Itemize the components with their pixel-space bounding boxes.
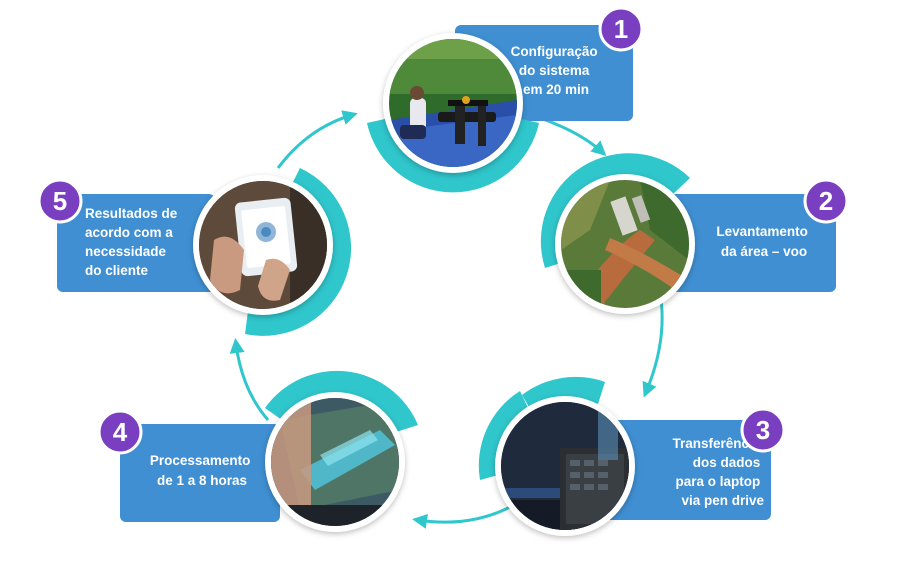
step-5-number: 5: [53, 186, 67, 216]
step-3-number: 3: [756, 415, 770, 445]
step-4-label: Processamento de 1 a 8 horas: [150, 453, 254, 488]
step-5-line-1: Resultados de: [85, 206, 178, 221]
step-2-label: Levantamento da área – voo: [716, 224, 811, 259]
step-2-number: 2: [819, 186, 833, 216]
step-3-line-4: via pen drive: [681, 493, 764, 508]
step-2-line-2: da área – voo: [721, 244, 807, 259]
step-3-line-1: Transferência: [672, 436, 760, 451]
step-2: Levantamento da área – voo 2: [540, 153, 849, 314]
arrow-4-to-5: [229, 338, 270, 421]
drone-setup-photo: [389, 39, 517, 167]
step-1-ring: [367, 118, 539, 193]
laptop-screen-photo: [501, 402, 629, 530]
arrow-3-to-4: [412, 504, 513, 529]
step-5-label: Resultados de acordo com a necessidade d…: [85, 206, 181, 278]
step-1-line-2: do sistema: [519, 63, 590, 78]
step-3-line-3: para o laptop: [675, 474, 760, 489]
arrow-1-to-2: [539, 116, 607, 157]
step-5-badge: [37, 178, 83, 224]
step-3-line-2: dos dados: [693, 455, 761, 470]
processing-map-photo: [271, 398, 399, 526]
step-4-box: [120, 424, 280, 522]
step-1-number: 1: [614, 14, 628, 44]
step-3-badge: [740, 407, 786, 453]
step-3-box: [596, 420, 771, 520]
step-5-ring: [245, 168, 352, 336]
arrow-5-to-1: [276, 110, 358, 169]
step-2-line-1: Levantamento: [716, 224, 808, 239]
step-2-badge: [803, 178, 849, 224]
step-4-line-1: Processamento: [150, 453, 251, 468]
step-5-line-3: necessidade: [85, 244, 167, 259]
step-5-box: [57, 194, 215, 292]
aerial-farm-photo: [561, 180, 689, 308]
step-5-line-4: do cliente: [85, 263, 149, 278]
step-4-number: 4: [113, 417, 128, 447]
step-1-label: Configuração do sistema em 20 min: [511, 44, 602, 97]
tablet-results-photo: [199, 181, 327, 309]
step-1: Configuração do sistema em 20 min 1: [367, 6, 644, 193]
step-3: Transferência dos dados para o laptop vi…: [478, 376, 786, 536]
step-5: Resultados de acordo com a necessidade d…: [37, 168, 352, 336]
step-4: Processamento de 1 a 8 horas 4: [97, 370, 418, 532]
step-4-ring: [265, 370, 418, 432]
step-1-line-3: em 20 min: [523, 82, 589, 97]
step-3-label: Transferência dos dados para o laptop vi…: [672, 436, 764, 508]
step-4-line-2: de 1 a 8 horas: [157, 473, 247, 488]
step-4-badge: [97, 409, 143, 455]
step-1-line-1: Configuração: [511, 44, 598, 59]
step-5-line-2: acordo com a: [85, 225, 173, 240]
step-1-badge: [598, 6, 644, 52]
